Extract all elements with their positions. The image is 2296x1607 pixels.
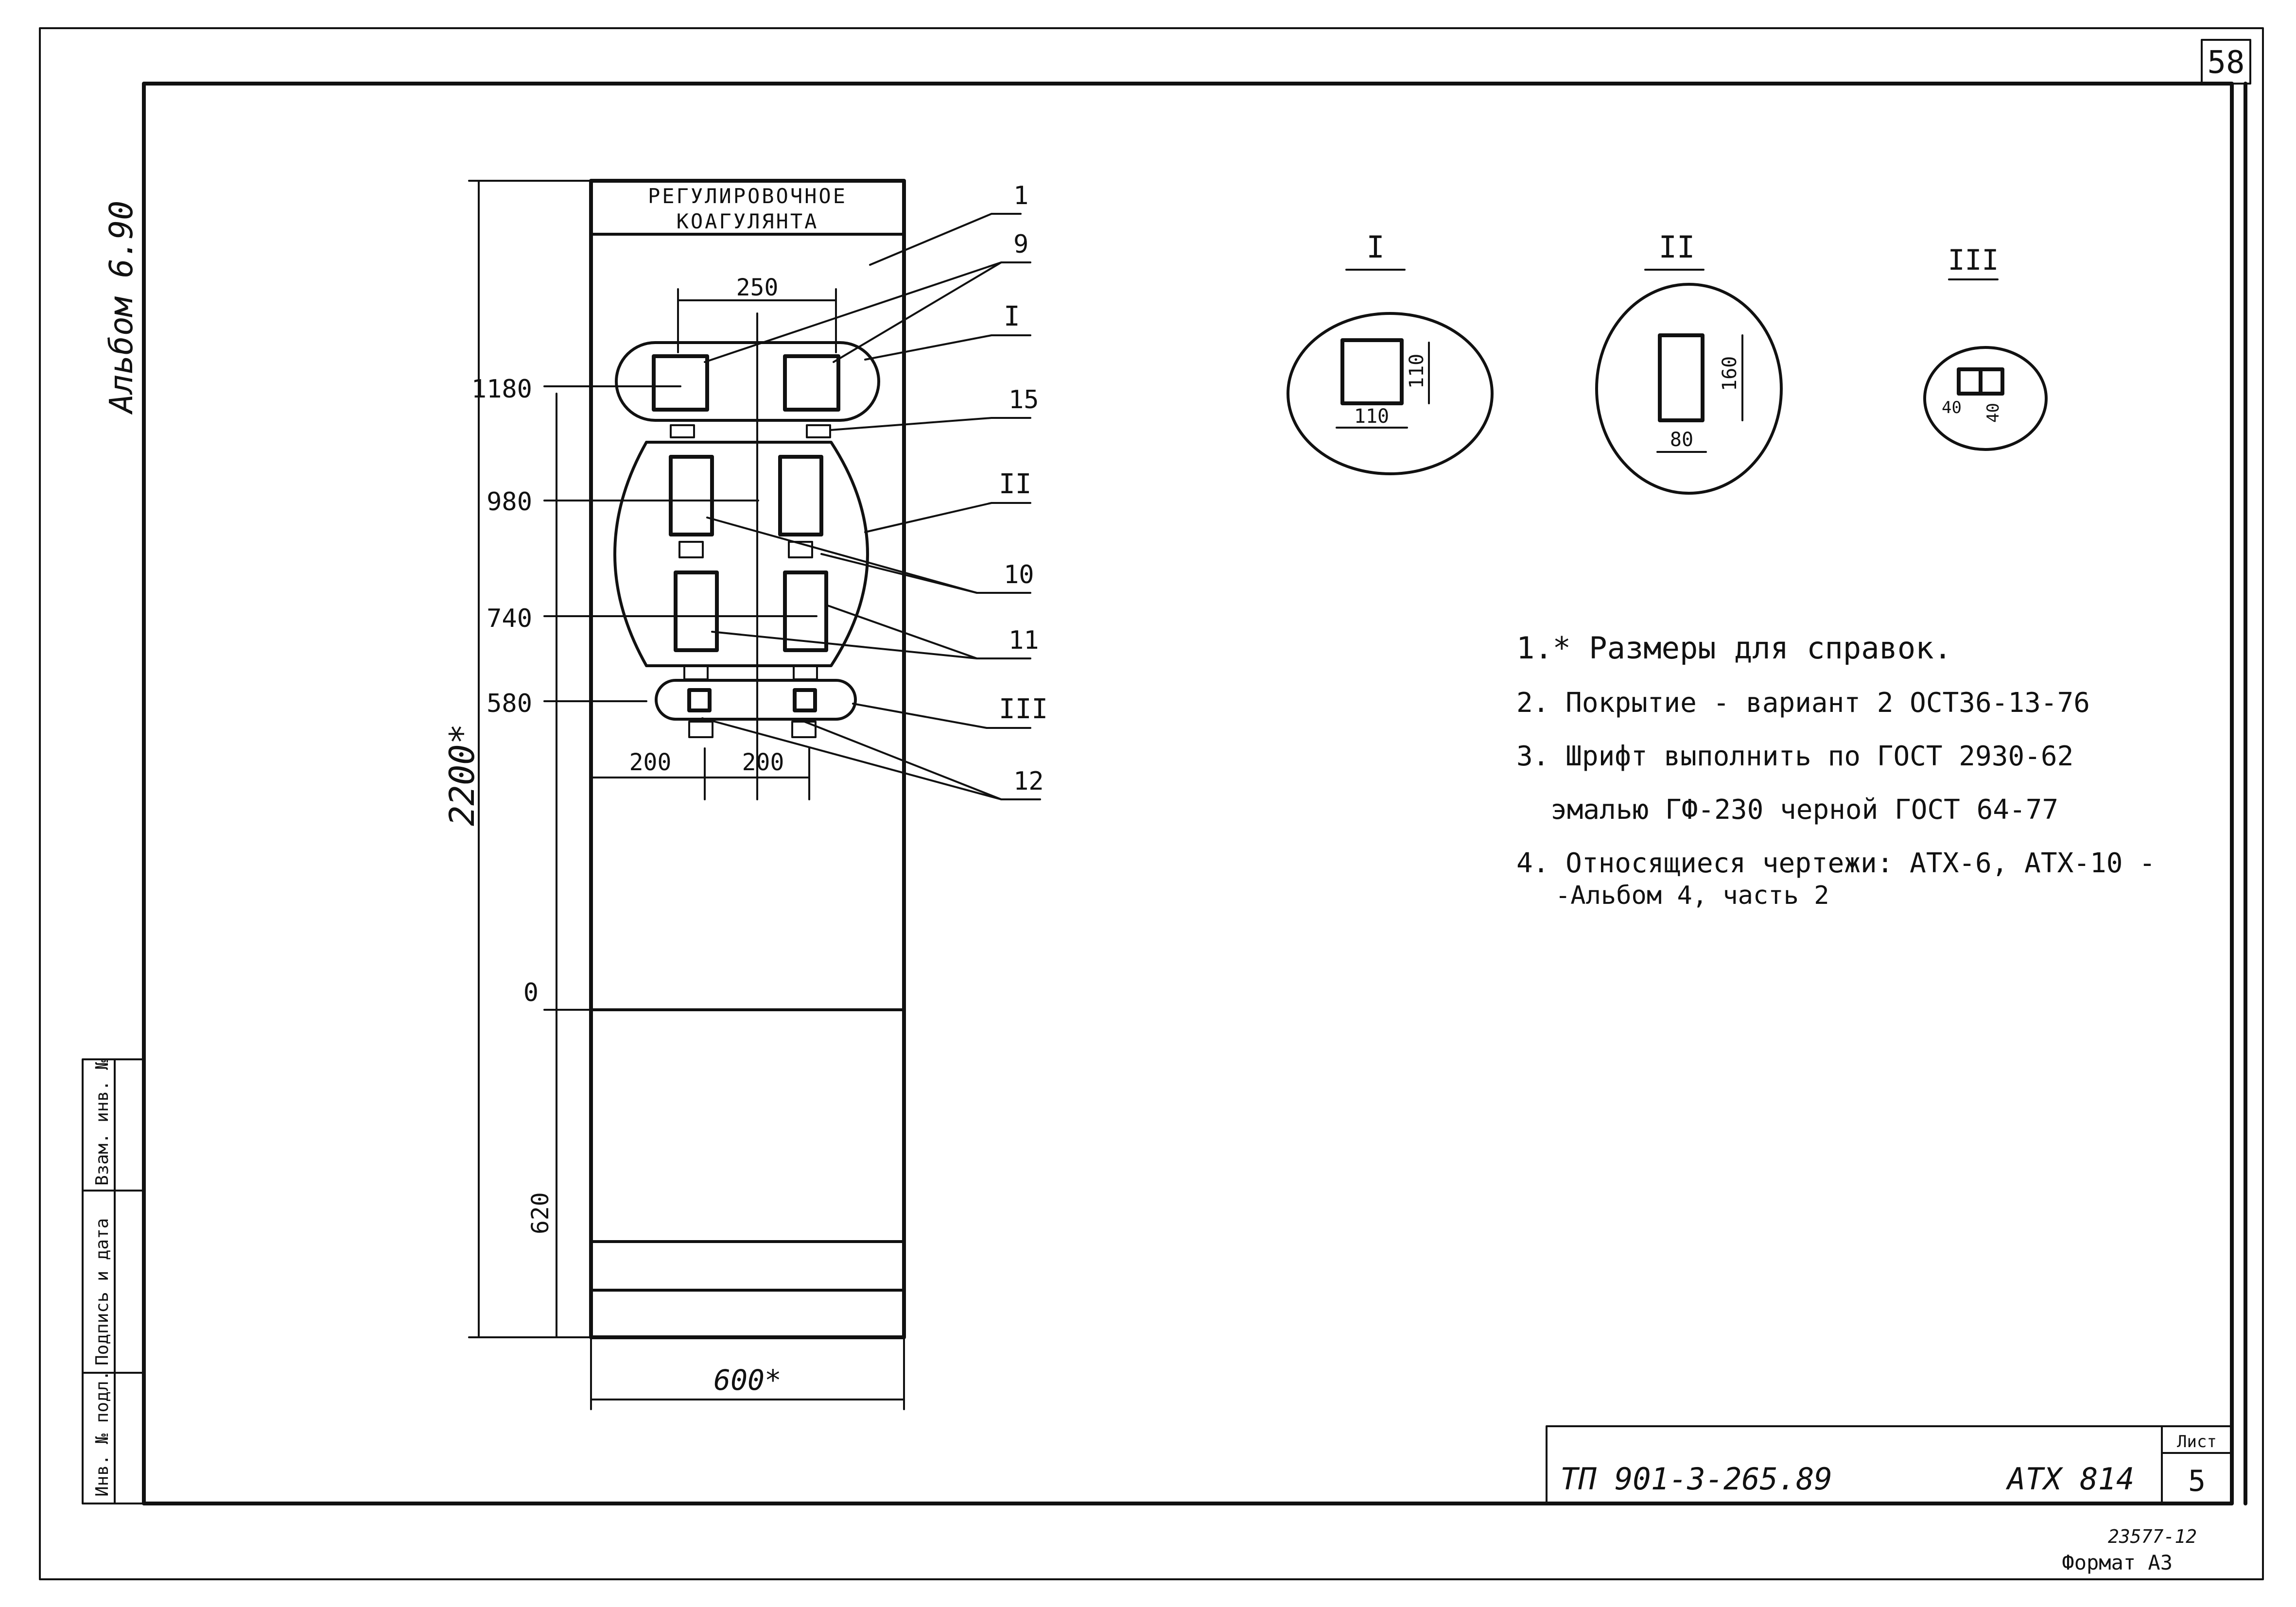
doc-code: ТП 901-3-265.89	[1560, 1461, 1832, 1497]
label-mid-right-upper	[788, 541, 813, 558]
width-dim-text: 600*	[713, 1364, 782, 1397]
detail-II-dim-h-text: 160	[1719, 356, 1741, 391]
callout-11: 11	[1009, 626, 1039, 655]
level-580: 580	[487, 689, 532, 718]
group-II-barrel	[613, 441, 869, 667]
label-mid-right-lower	[793, 665, 818, 680]
inner-frame	[142, 82, 2234, 1505]
detail-III-square-left	[1957, 367, 1983, 396]
spacing-200-right: 200	[742, 749, 784, 776]
leader-11a	[711, 631, 978, 659]
callout-II: II	[999, 468, 1031, 500]
level-980: 980	[487, 487, 532, 517]
label-15-left	[670, 424, 695, 438]
level-1180: 1180	[471, 375, 532, 404]
list-label: Лист	[2177, 1432, 2217, 1451]
leader-12b	[803, 721, 1041, 800]
cabinet-outline	[589, 179, 906, 1339]
callout-III: III	[999, 693, 1048, 725]
gauge-top-left	[652, 354, 709, 412]
gauge-mid-right-lower	[783, 570, 828, 652]
detail-III-square-right	[1979, 367, 2004, 396]
album-label: Альбом 6.90	[103, 201, 140, 415]
detail-I-dim-w-text: 110	[1354, 405, 1389, 428]
side-stamp-box	[82, 1058, 145, 1504]
label-mid-left-upper	[678, 541, 704, 558]
callout-15: 15	[1009, 385, 1039, 415]
group-I-pill	[615, 341, 880, 422]
side-stamp-cell-2: Подпись и дата	[92, 1218, 112, 1365]
title-block	[1546, 1425, 2233, 1504]
leader-9a	[704, 261, 1002, 363]
sheet-number: 58	[2207, 45, 2244, 81]
height-dim-text: 2200*	[442, 724, 482, 826]
detail-II-rect	[1658, 333, 1705, 422]
base-dim-620: 620	[527, 1192, 554, 1234]
leader-10b	[820, 553, 1031, 594]
callout-I: I	[1004, 301, 1020, 332]
group-III-pill	[655, 679, 857, 721]
callout-1: 1	[1013, 181, 1028, 210]
callout-9: 9	[1013, 230, 1028, 259]
detail-III-dim-h-text: 40	[1983, 403, 2003, 423]
leader-II	[864, 502, 1031, 533]
note-2: 2. Покрытие - вариант 2 ОСТ36-13-76	[1516, 687, 2090, 719]
level-740: 740	[487, 604, 532, 633]
gauge-top-right	[783, 354, 840, 412]
gauge-bottom-right	[793, 688, 817, 712]
callout-12: 12	[1013, 767, 1044, 796]
detail-I-dim-h-text: 110	[1406, 354, 1428, 389]
level-0: 0	[523, 978, 539, 1007]
outer-border	[39, 27, 2264, 1580]
cabinet-title-line-2: КОАГУЛЯНТА	[677, 209, 819, 233]
detail-I-square	[1340, 338, 1404, 405]
spacing-250-text: 250	[736, 274, 779, 301]
gauge-bottom-left	[687, 688, 712, 712]
detail-III-dim-w-text: 40	[1942, 398, 1962, 417]
leader-11b	[825, 604, 1031, 659]
label-bottom-left	[688, 721, 713, 738]
leader-10a	[706, 517, 978, 594]
callout-10: 10	[1004, 560, 1034, 589]
gauge-mid-left-lower	[674, 570, 719, 652]
detail-III-circle	[1923, 346, 2048, 451]
detail-I-circle	[1287, 312, 1494, 475]
gauge-mid-left-upper	[669, 455, 714, 536]
leader-III	[852, 703, 1031, 729]
detail-II-label: II	[1659, 229, 1695, 265]
cabinet-title-line-1: РЕГУЛИРОВОЧНОЕ	[648, 184, 847, 208]
leader-12a	[701, 717, 1002, 800]
format-label: Формат А3	[2062, 1551, 2173, 1574]
leader-9b	[833, 261, 1031, 363]
note-4: 4. Относящиеся чертежи: АТХ-6, АТХ-10 -	[1516, 847, 2156, 879]
side-stamp-cell-1: Инв. № подл.	[92, 1370, 112, 1497]
note-1: 1.* Размеры для справок.	[1516, 630, 1952, 666]
detail-II-circle	[1595, 283, 1783, 495]
detail-I-label: I	[1366, 229, 1384, 265]
stamp-code: 23577-12	[2108, 1526, 2197, 1547]
leader-15	[829, 417, 1031, 431]
detail-III-label: III	[1948, 243, 1999, 276]
side-stamp-cell-3: Взам. инв. №	[92, 1059, 112, 1186]
drawing-code: АТХ 814	[2005, 1461, 2134, 1497]
leader-I	[864, 334, 1031, 361]
label-mid-left-lower	[683, 665, 709, 680]
detail-II-dim-w-text: 80	[1670, 429, 1693, 451]
label-15-right	[806, 424, 831, 438]
leader-1	[869, 213, 1022, 266]
note-3: 3. Шрифт выполнить по ГОСТ 2930-62	[1516, 741, 2073, 772]
list-number: 5	[2188, 1464, 2206, 1498]
note-4-cont: -Альбом 4, часть 2	[1555, 881, 1829, 910]
note-3-cont: эмалью ГФ-230 черной ГОСТ 64-77	[1550, 794, 2058, 826]
spacing-200-left: 200	[629, 749, 672, 776]
sheet-number-box	[2201, 39, 2251, 85]
gauge-mid-right-upper	[778, 455, 823, 536]
